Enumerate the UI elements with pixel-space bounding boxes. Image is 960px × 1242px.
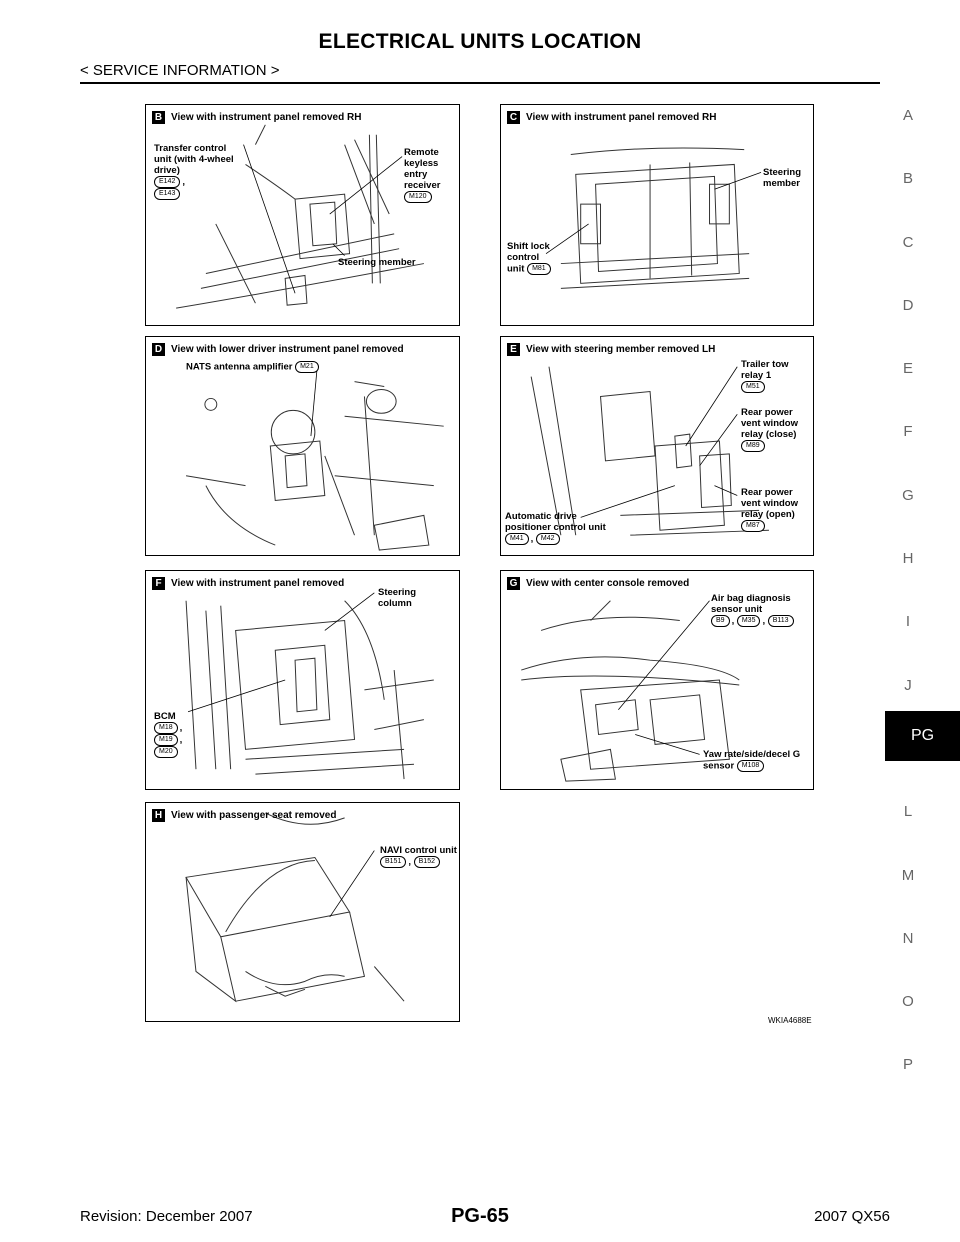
panel-g-illustration	[521, 600, 740, 782]
panel-b-title-text: View with instrument panel removed RH	[171, 112, 362, 123]
connector-m41: M41	[505, 533, 529, 545]
connector-b9: B9	[711, 615, 730, 627]
panel-c-illustration	[545, 147, 762, 289]
label-automatic-drive-positioner-control-unit: Automatic drive positioner control unit …	[505, 511, 606, 545]
label-transfer-control-unit: Transfer control unit (with 4-wheel driv…	[154, 143, 246, 200]
index-item-d[interactable]: D	[902, 296, 914, 314]
panel-e-title: E View with steering member removed LH	[507, 343, 715, 356]
header-rule	[80, 82, 880, 84]
index-item-e[interactable]: E	[902, 360, 913, 378]
footer-page-number: PG-65	[451, 1205, 509, 1227]
panel-b: B View with instrument panel removed RH …	[145, 104, 460, 326]
connector-m21: M21	[295, 361, 319, 373]
panel-e: E View with steering member removed LH T…	[500, 336, 814, 556]
index-item-c[interactable]: C	[902, 233, 914, 251]
page-title: ELECTRICAL UNITS LOCATION	[318, 30, 642, 53]
panel-c: C View with instrument panel removed RH …	[500, 104, 814, 326]
label-remote-keyless-entry-receiver: Remote keyless entry receiver M120	[404, 147, 459, 203]
panel-d: D View with lower driver instrument pane…	[145, 336, 460, 556]
panel-f-illustration	[185, 592, 434, 780]
panel-e-illustration	[530, 366, 769, 536]
connector-b152: B152	[413, 856, 440, 868]
panel-c-title: C View with instrument panel removed RH	[507, 111, 716, 124]
connector-m19: M19	[154, 734, 178, 746]
panel-h-title: H View with passenger seat removed	[152, 809, 336, 822]
panel-d-letter: D	[152, 343, 165, 356]
connector-m120: M120	[404, 191, 432, 203]
panel-h-illustration	[185, 812, 405, 1003]
label-trailer-tow-relay-1: Trailer tow relay 1 M51	[741, 359, 811, 393]
index-item-h[interactable]: H	[902, 550, 914, 568]
panel-g-title: G View with center console removed	[507, 577, 689, 590]
connector-e143: E143	[154, 188, 181, 200]
label-steering-member-c: Steering member	[763, 167, 802, 189]
label-yaw-rate-side-decel-g-sensor: Yaw rate/side/decel G sensor M108	[703, 749, 801, 772]
index-item-f[interactable]: F	[903, 423, 913, 441]
connector-m89: M89	[741, 440, 765, 452]
panel-h-title-text: View with passenger seat removed	[171, 810, 337, 821]
connector-m81: M81	[527, 263, 551, 275]
panel-f-letter: F	[152, 577, 165, 590]
index-tab-pg-active[interactable]: PG	[885, 711, 960, 761]
label-rear-power-vent-window-relay-close: Rear power vent window relay (close) M89	[741, 407, 813, 452]
label-steering-column: Steering column	[378, 587, 417, 609]
panel-d-title: D View with lower driver instrument pane…	[152, 343, 404, 356]
connector-m18: M18	[154, 722, 178, 734]
footer-revision: Revision: December 2007	[80, 1208, 253, 1225]
index-item-b[interactable]: B	[902, 170, 913, 188]
label-nats-antenna-amplifier: NATS antenna amplifier M21	[186, 361, 321, 373]
label-steering-member-b: Steering member	[338, 257, 416, 268]
index-item-m[interactable]: M	[901, 866, 915, 884]
panel-f-title: F View with instrument panel removed	[152, 577, 344, 590]
index-item-n[interactable]: N	[902, 929, 914, 947]
connector-b151: B151	[380, 856, 407, 868]
panel-f: F View with instrument panel removed Ste…	[145, 570, 460, 790]
panel-b-illustration	[176, 124, 424, 309]
panel-b-letter: B	[152, 111, 165, 124]
index-item-i[interactable]: I	[905, 613, 911, 631]
index-item-p[interactable]: P	[902, 1056, 913, 1074]
connector-m108: M108	[736, 760, 765, 772]
panel-g-title-text: View with center console removed	[526, 578, 690, 589]
side-index: A B C D E F G H I J L M N O P	[878, 98, 938, 1111]
connector-e142: E142	[154, 176, 181, 188]
connector-m20: M20	[154, 746, 178, 758]
footer-model: 2007 QX56	[814, 1208, 890, 1225]
label-bcm: BCM M18, M19, M20	[154, 711, 194, 758]
index-item-l[interactable]: L	[903, 803, 913, 821]
label-navi-control-unit: NAVI control unit B151, B152	[380, 845, 457, 868]
connector-m51: M51	[741, 381, 765, 393]
connector-m42: M42	[535, 533, 560, 545]
figure-id: WKIA4688E	[768, 1016, 812, 1025]
label-rear-power-vent-window-relay-open: Rear power vent window relay (open) M87	[741, 487, 813, 532]
index-item-a[interactable]: A	[902, 107, 913, 124]
panel-b-title: B View with instrument panel removed RH	[152, 111, 361, 124]
panel-f-title-text: View with instrument panel removed	[171, 578, 345, 589]
connector-m35: M35	[736, 615, 761, 627]
panel-h: H View with passenger seat removed NAVI …	[145, 802, 460, 1022]
panel-e-letter: E	[507, 343, 520, 356]
panel-h-letter: H	[152, 809, 165, 822]
panel-c-letter: C	[507, 111, 520, 124]
index-item-g[interactable]: G	[902, 486, 914, 504]
section-subtitle: < SERVICE INFORMATION >	[80, 62, 280, 79]
connector-b113: B113	[767, 615, 794, 627]
label-air-bag-diagnosis-sensor-unit: Air bag diagnosis sensor unit B9, M35, B…	[711, 593, 811, 627]
panel-g: G View with center console removed Air b…	[500, 570, 814, 790]
panel-e-title-text: View with steering member removed LH	[526, 344, 716, 355]
label-shift-lock-control-unit: Shift lock control unit M81	[507, 241, 551, 275]
panel-g-letter: G	[507, 577, 520, 590]
connector-m87: M87	[741, 520, 765, 532]
panel-c-title-text: View with instrument panel removed RH	[526, 112, 717, 123]
panel-d-illustration	[185, 370, 444, 551]
panel-d-title-text: View with lower driver instrument panel …	[171, 344, 404, 355]
index-item-j[interactable]: J	[904, 676, 912, 694]
index-item-o[interactable]: O	[902, 993, 914, 1011]
